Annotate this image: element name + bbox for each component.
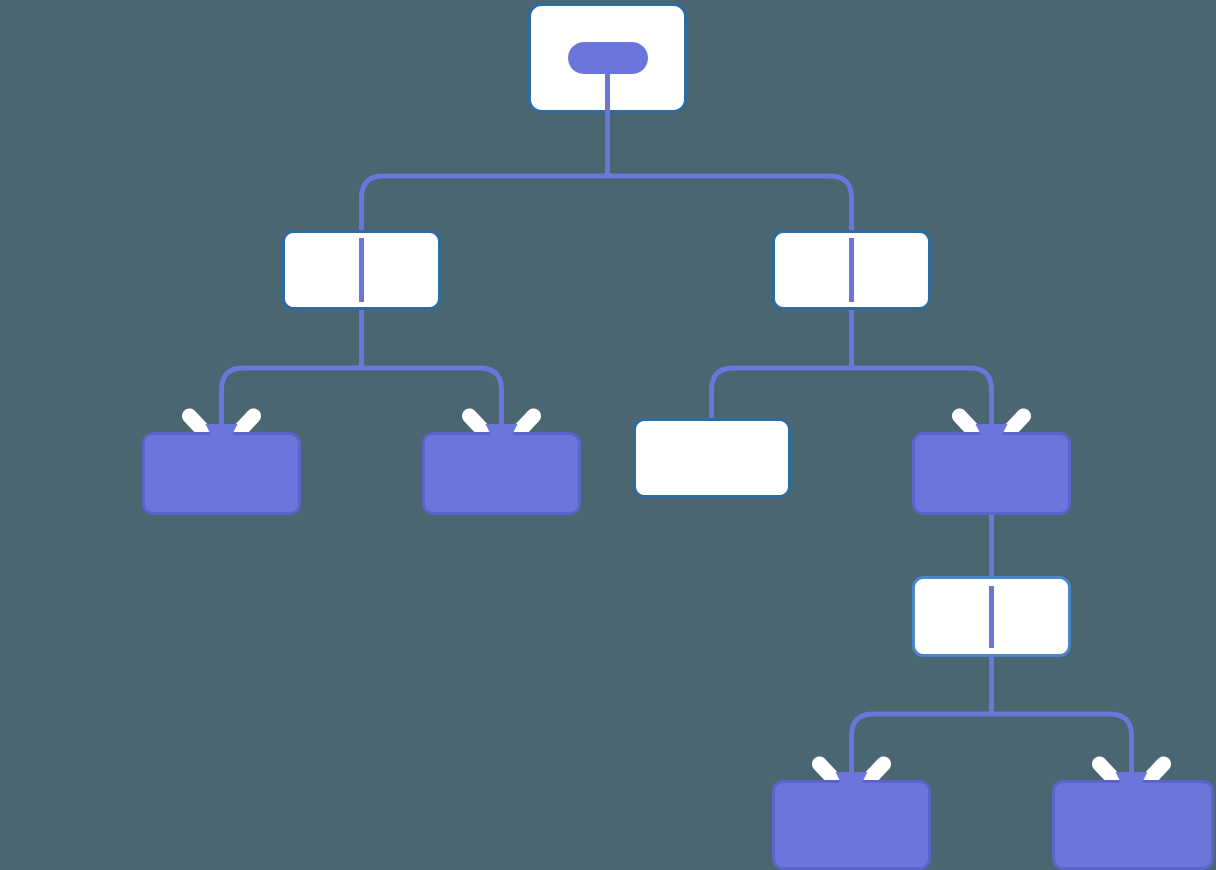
connector-edge-to-level5-leaf-2 bbox=[991, 711, 1134, 798]
connector-edge-to-level3-branch-node bbox=[851, 365, 994, 450]
level3-white-node-box[interactable] bbox=[633, 418, 791, 498]
arrowhead-level3-leaf-1-icon bbox=[205, 424, 238, 456]
connector-edge-to-level5-leaf-1 bbox=[849, 711, 992, 798]
root-node[interactable] bbox=[528, 3, 687, 113]
arrowhead-level5-leaf-1-icon bbox=[835, 772, 868, 804]
connector-edge-root-to-level2-right bbox=[607, 173, 854, 310]
connector-edge-to-level3-leaf-2 bbox=[361, 365, 504, 450]
root-pill-badge bbox=[568, 42, 648, 74]
level3-white-node[interactable] bbox=[633, 418, 791, 498]
arrowhead-level3-leaf-2-icon bbox=[485, 424, 518, 456]
connector-edge-to-level3-leaf-1 bbox=[219, 365, 362, 450]
arrowhead-layer bbox=[205, 424, 1148, 804]
pass-through-line-layer bbox=[359, 60, 994, 648]
arrowhead-level3-branch-icon bbox=[975, 424, 1008, 456]
connector-edge-to-level3-white-node bbox=[709, 365, 852, 418]
connector-edge-root-to-level2-left bbox=[359, 173, 608, 310]
arrowhead-level5-leaf-2-icon bbox=[1115, 772, 1148, 804]
